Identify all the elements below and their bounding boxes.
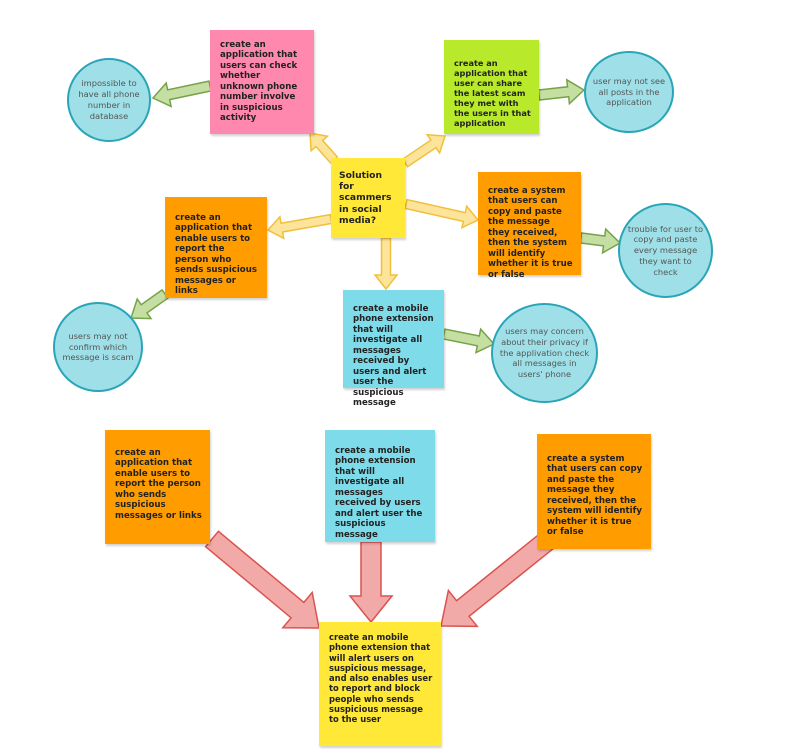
arrow-copy-paste-to-concern (579, 227, 622, 255)
arrow-report-to-final (204, 530, 320, 629)
idea-copy-paste-system-note: create a system that users can copy and … (478, 172, 581, 280)
arrow-center-to-share-scam (401, 133, 447, 168)
arrow-check-number-to-concern (151, 80, 212, 108)
convergence-report-person-note: create an application that enable users … (105, 430, 210, 544)
idea-check-phone-number-note: create an application that users can che… (210, 30, 314, 134)
arrow-center-to-check-number (309, 132, 339, 165)
idea-phone-extension-note: create a mobile phone extension that wil… (343, 290, 444, 408)
convergence-phone-extension-note: create a mobile phone extension that wil… (325, 430, 435, 542)
concern-confirm-scam-circle: users may not confirm which message is s… (53, 302, 143, 392)
arrow-center-to-copy-paste (404, 198, 480, 230)
concern-trouble-copy-circle: trouble for user to copy and paste every… (618, 203, 713, 298)
central-question-note: Solution for scammers in social media? (331, 158, 405, 238)
concern-see-posts-circle: user may not see all posts in the applic… (584, 51, 674, 133)
idea-share-scam-note: create an application that user can shar… (444, 40, 539, 134)
convergence-copy-paste-system-note: create a system that users can copy and … (537, 434, 651, 549)
final-solution-note: create an mobile phone extension that wi… (319, 622, 441, 746)
arrow-center-to-report-person (266, 213, 333, 240)
arrow-phone-extension-to-concern (442, 327, 496, 354)
arrow-center-to-phone-extension (373, 237, 399, 291)
idea-report-person-note: create an application that enable users … (165, 197, 267, 298)
arrow-extension-to-final (348, 541, 394, 624)
arrow-share-scam-to-concern (537, 78, 586, 106)
concern-privacy-circle: users may concern about their privacy if… (491, 303, 598, 403)
concern-phone-database-circle: impossible to have all phone number in d… (67, 58, 151, 142)
arrow-report-person-to-concern (129, 288, 169, 320)
arrow-copy-paste-to-final (440, 531, 556, 628)
